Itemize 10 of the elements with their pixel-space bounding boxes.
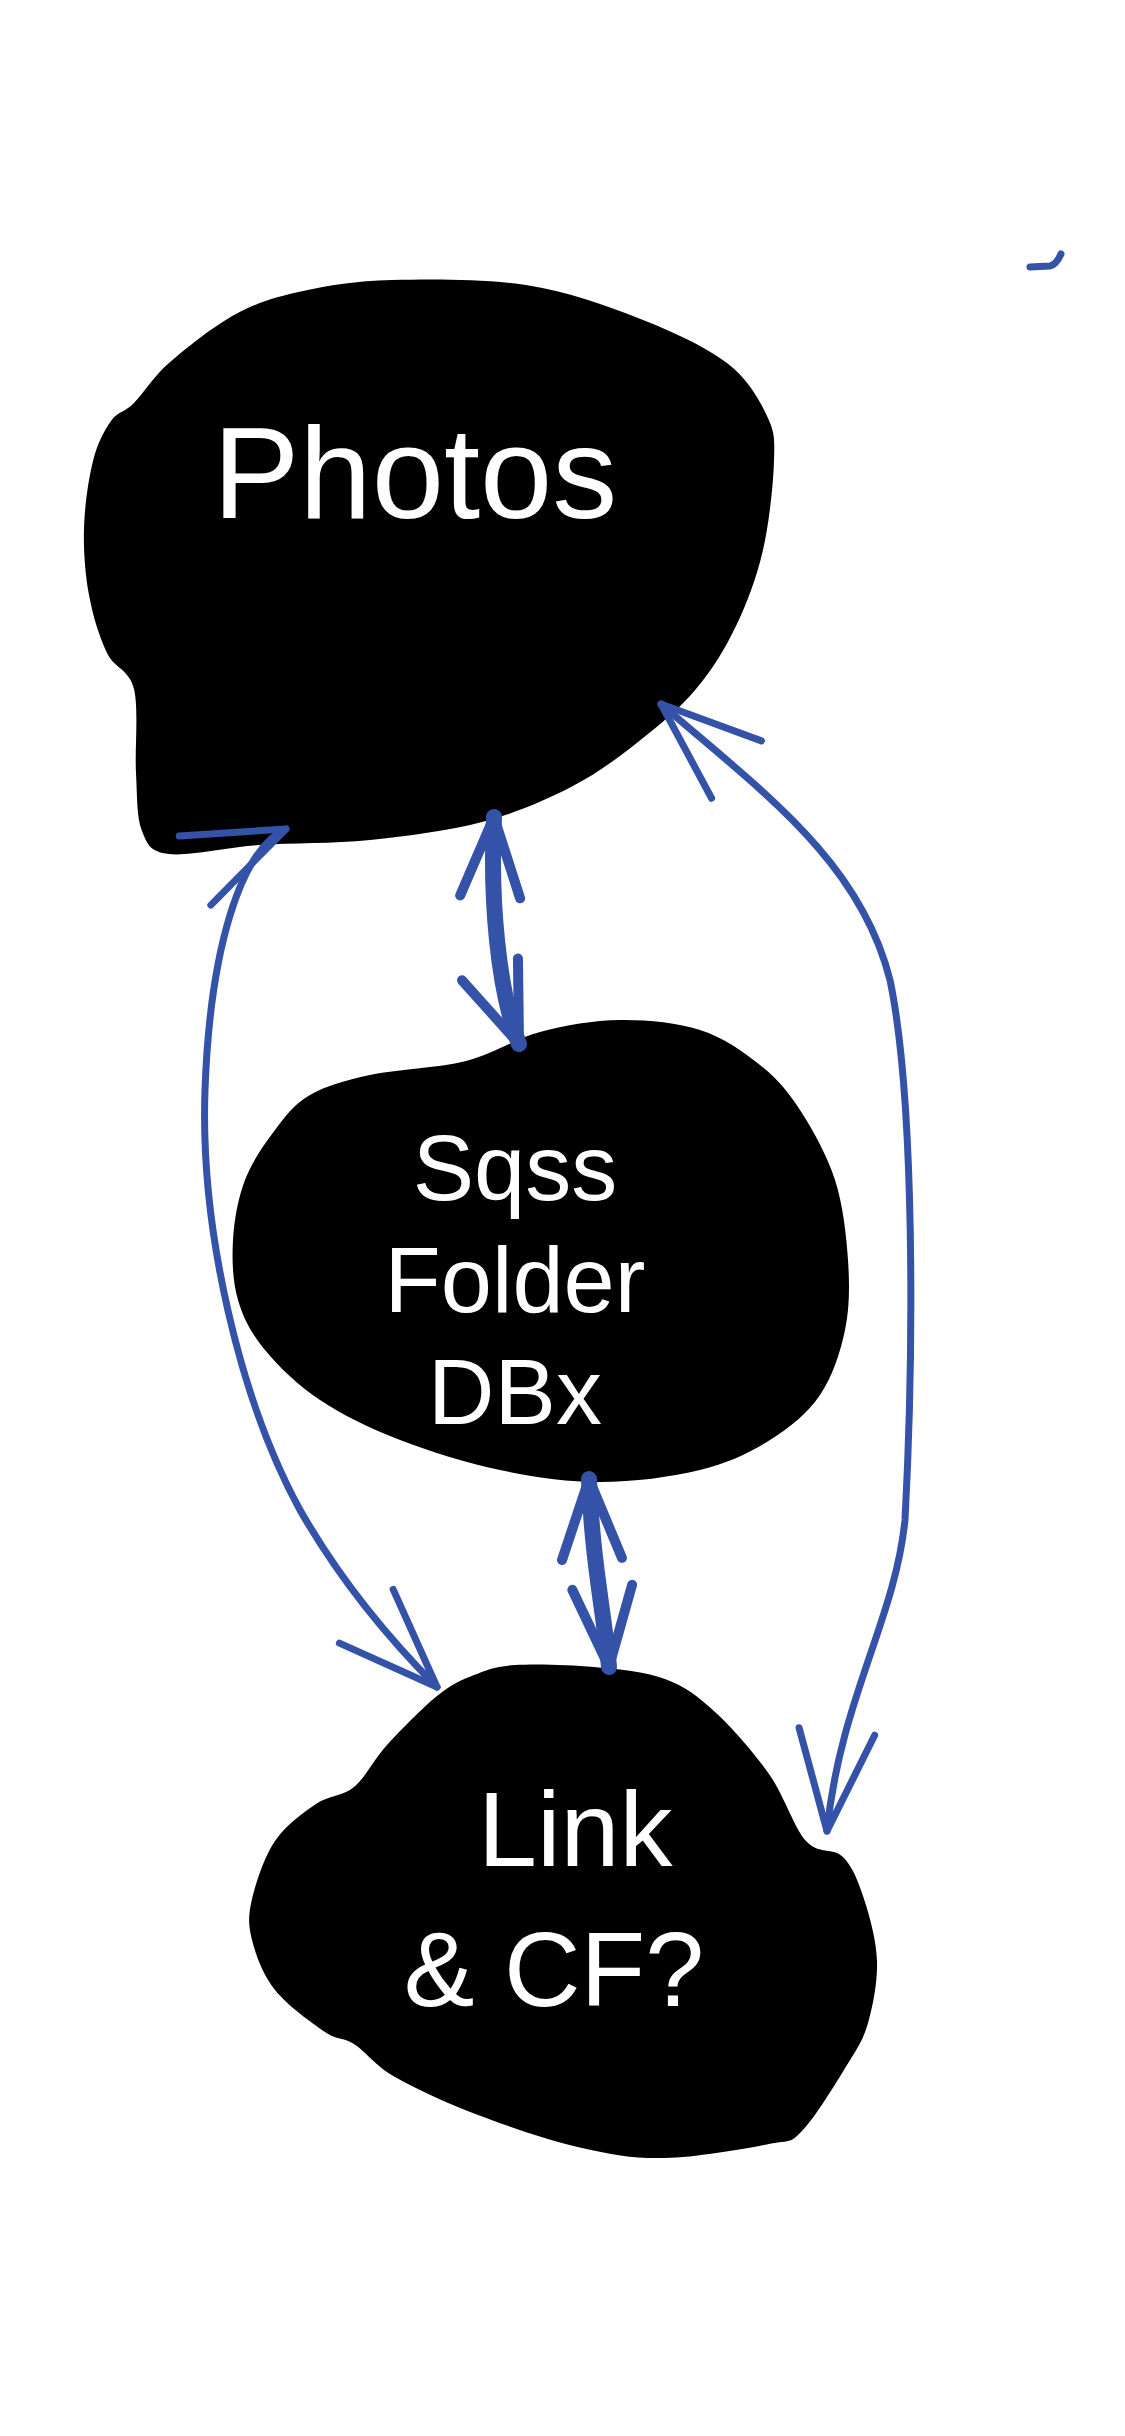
double-headed-arrow: [557, 1471, 637, 1675]
node-label: Sqss Folder DBx: [383, 1116, 647, 1446]
double-headed-arrow: [456, 809, 527, 1052]
double-headed-arrow: [657, 700, 915, 1835]
blob-node: [232, 1019, 850, 1482]
blob-node: [249, 1664, 878, 2159]
node-label: Photos: [211, 402, 619, 545]
blob-node: [83, 279, 775, 855]
node-label: Link & CF?: [402, 1769, 706, 2030]
double-headed-arrow: [177, 825, 441, 1691]
